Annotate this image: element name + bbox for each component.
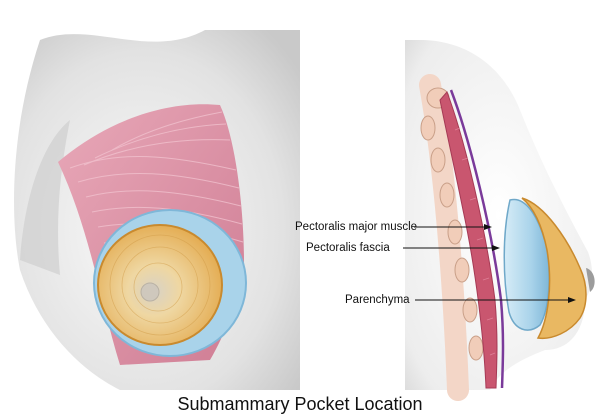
- pectoralis-major-label: Pectoralis major muscle: [295, 221, 417, 233]
- parenchyma-label: Parenchyma: [345, 294, 410, 306]
- figure-caption: Submammary Pocket Location: [177, 394, 422, 414]
- gland-texture: [109, 234, 211, 336]
- nipple-sagittal: [586, 268, 595, 292]
- pectoralis-fascia-line: [449, 89, 505, 389]
- label-pectoralis-major: Pectoralis major muscle: [295, 221, 492, 233]
- armpit-shadow: [20, 120, 70, 275]
- pectoralis-major-sagittal: [439, 91, 498, 389]
- label-pectoralis-fascia: Pectoralis fascia: [306, 242, 500, 254]
- label-parenchyma: Parenchyma: [345, 294, 576, 306]
- implant-sagittal: [503, 198, 550, 331]
- pectoralis-fascia-label: Pectoralis fascia: [306, 242, 390, 254]
- parenchyma-sagittal: [521, 197, 587, 340]
- frontal-view: [14, 30, 301, 390]
- muscle-striations: [454, 127, 496, 356]
- sagittal-view: [405, 40, 595, 401]
- parenchyma-frontal: [97, 224, 223, 346]
- nipple-frontal: [140, 282, 160, 302]
- ribs: [420, 87, 484, 361]
